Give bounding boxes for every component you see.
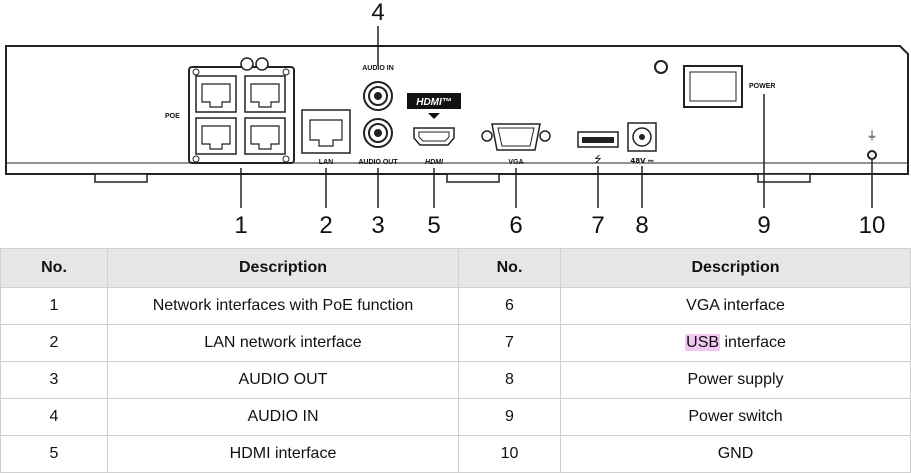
table-row: 3 AUDIO OUT 8 Power supply [0,361,911,399]
lan-label: LAN [319,159,333,166]
chassis-outline [5,45,909,175]
row-description: Network interfaces with PoE function [107,287,459,325]
legend-table: No. Description No. Description 1 Networ… [0,248,911,473]
usb-desc-rest: interface [720,334,786,351]
rear-panel-svg: POE LAN AUDIO IN AUDIO OUT HDMI™ [5,0,909,239]
row-description: Power switch [560,398,911,436]
poe-label: POE [165,113,180,120]
audio-out-jack-icon [363,118,393,148]
usb-port-icon [577,131,619,148]
power-label: POWER [749,83,775,90]
power-switch-icon [683,65,743,108]
dc-power-jack-icon [627,122,657,152]
row-no: 8 [458,361,561,399]
audio-in-jack-icon [363,81,393,111]
row-description: Power supply [560,361,911,399]
usb-highlight: USB [685,334,721,351]
leader-lines [240,26,873,208]
audio-out-label: AUDIO OUT [358,159,398,166]
callout-9: 9 [757,212,770,239]
row-description: AUDIO IN [107,398,459,436]
row-no: 5 [0,435,108,473]
table-row: 4 AUDIO IN 9 Power switch [0,398,911,436]
header-no-left: No. [0,248,108,288]
row-no: 2 [0,324,108,362]
row-no: 9 [458,398,561,436]
row-no: 1 [0,287,108,325]
header-no-right: No. [458,248,561,288]
table-row: 1 Network interfaces with PoE function 6… [0,287,911,325]
callout-2: 2 [319,212,332,239]
audio-in-label: AUDIO IN [362,65,394,72]
table-header-row: No. Description No. Description [0,248,911,288]
row-description: HDMI interface [107,435,459,473]
row-description: AUDIO OUT [107,361,459,399]
table-row: 2 LAN network interface 7 USB interface [0,324,911,362]
callout-6: 6 [509,212,522,239]
hdmi-logo-box [407,93,461,109]
row-no: 6 [458,287,561,325]
row-no: 4 [0,398,108,436]
gnd-terminal [867,150,877,160]
dc-voltage-label: 48V ⎓ [630,157,654,165]
hdmi-label: HDMI [425,159,444,166]
row-no: 3 [0,361,108,399]
hdmi-arrow-icon [428,113,440,119]
gnd-symbol-icon: ⏚ [867,129,878,142]
row-description: GND [560,435,911,473]
callout-3: 3 [371,212,384,239]
foot-center [446,173,500,183]
vga-label: VGA [508,159,523,166]
header-description-left: Description [107,248,459,288]
callout-7: 7 [591,212,604,239]
row-no: 10 [458,435,561,473]
row-description: USB interface [560,324,911,362]
row-no: 7 [458,324,561,362]
poe-ports-icon [188,57,295,164]
usb-symbol-icon: ⭍ [594,154,602,165]
hdmi-port-icon [413,127,455,146]
header-description-right: Description [560,248,911,288]
table-row: 5 HDMI interface 10 GND [0,435,911,473]
foot-left [94,173,148,183]
rear-panel-diagram: POE LAN AUDIO IN AUDIO OUT HDMI™ [5,0,909,239]
callout-1: 1 [234,212,247,239]
callout-5: 5 [427,212,440,239]
vga-port-icon [481,123,551,151]
callout-4: 4 [371,0,384,26]
callout-8: 8 [635,212,648,239]
hdmi-logo-top: HDMI™ [416,97,452,108]
screw-hole [654,60,668,74]
lan-port-icon [301,109,351,154]
row-description: VGA interface [560,287,911,325]
row-description: LAN network interface [107,324,459,362]
callout-10: 10 [859,212,886,239]
foot-right [757,173,811,183]
